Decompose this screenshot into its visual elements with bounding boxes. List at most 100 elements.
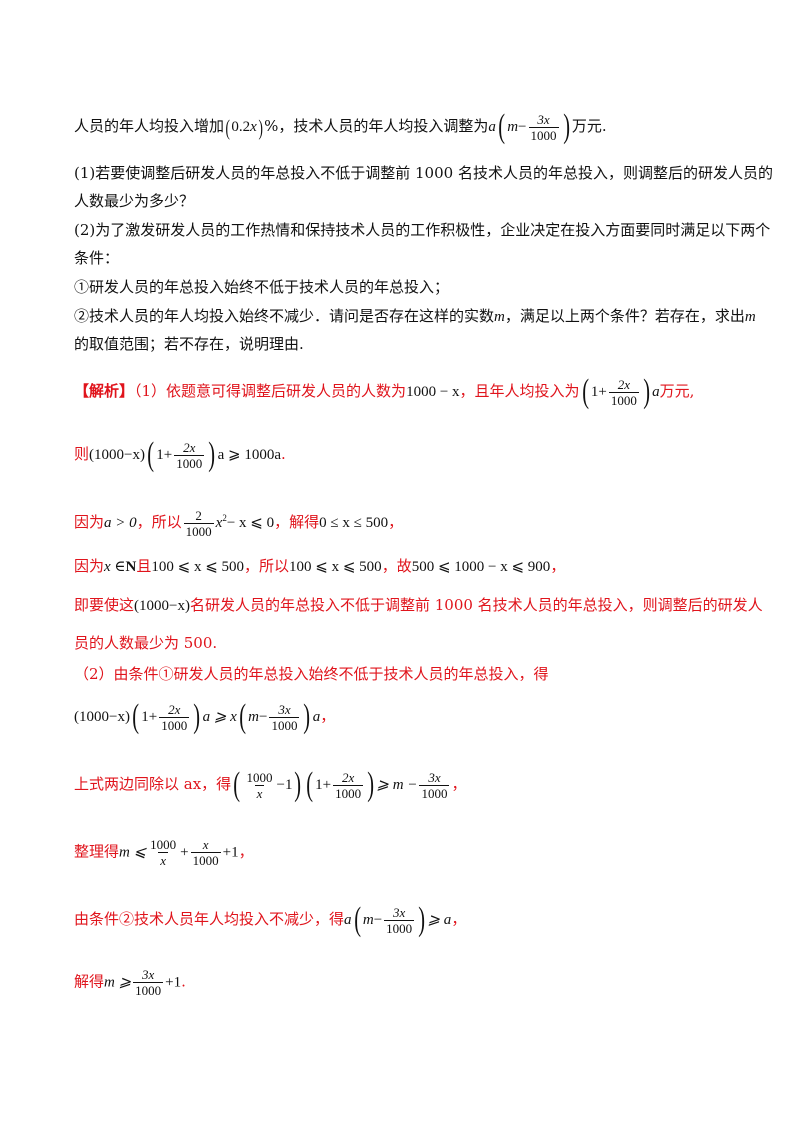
condition-2-text-a: ②技术人员的年人均投入始终不减少．请问是否存在这样的实数 bbox=[74, 307, 495, 325]
intro-text-2: %，技术人员的年人均投入调整为 bbox=[264, 117, 489, 135]
comma: ， bbox=[550, 557, 566, 575]
comma: ， bbox=[388, 513, 404, 531]
so-label-2: ，所以 bbox=[244, 557, 290, 575]
since-label: 因为 bbox=[74, 513, 105, 531]
solution-line-5: 即要使这(1000−x)名研发人员的年总投入不低于调整前 1000 名技术人员的… bbox=[74, 592, 763, 619]
range-3: 100 ⩽ x ⩽ 500 bbox=[289, 559, 382, 575]
var-x: x bbox=[215, 515, 223, 531]
expr-1000-minus-x: (1000−x) bbox=[89, 447, 145, 463]
expr-1000-minus-x: (1000−x) bbox=[74, 709, 130, 725]
condition-2: ②技术人员的年人均投入始终不减少．请问是否存在这样的实数 m，满足以上两个条件？若… bbox=[74, 303, 756, 330]
solution-part-2-intro: （2）由条件①研发人员的年总投入始终不低于技术人员的年总投入，得 bbox=[74, 665, 549, 683]
question-2-line-3: 的取值范围；若不存在，说明理由. bbox=[74, 331, 304, 357]
minus-sign: − bbox=[518, 119, 527, 135]
var-a: a bbox=[312, 709, 321, 725]
solve-label: ，解得 bbox=[274, 513, 320, 531]
expr-1000-x: 1000 − x bbox=[406, 384, 460, 400]
condition-2-text-b: ，满足以上两个条件？若存在，求出 bbox=[504, 307, 745, 325]
solve-label-2: 解得 bbox=[74, 972, 105, 991]
plus-sign: + bbox=[180, 844, 189, 861]
range-1: 0 ≤ x ≤ 500 bbox=[319, 515, 389, 531]
solution-line-4: 因为x ∈N且100 ⩽ x ⩽ 500，所以100 ⩽ x ⩽ 500，故50… bbox=[74, 553, 565, 580]
sol-text-1d: 万元, bbox=[659, 382, 695, 400]
intro-text-3: 万元. bbox=[571, 117, 607, 135]
one-plus: 1+ bbox=[315, 777, 332, 793]
divide-text: 上式两边同除以 ax，得 bbox=[74, 775, 232, 793]
question-2-line-2: 条件： bbox=[74, 249, 120, 267]
x-in: x ∈ bbox=[104, 559, 126, 575]
comma: ， bbox=[320, 707, 336, 725]
then-label: 则 bbox=[74, 445, 90, 463]
minus-sign: − bbox=[258, 709, 268, 725]
minus-x-leq-0: − x ⩽ 0 bbox=[226, 515, 275, 531]
minus-one: −1 bbox=[276, 777, 293, 793]
question-2-line-3-text: 的取值范围；若不存在，说明理由. bbox=[74, 335, 304, 353]
question-1-line-2: 人数最少为多少？ bbox=[74, 192, 195, 210]
hence-label: ，故 bbox=[381, 557, 412, 575]
concl-text-a: 即要使这 bbox=[74, 596, 135, 614]
var-m: m bbox=[248, 709, 259, 725]
ineq1-right: a ⩾ 1000a bbox=[217, 447, 281, 463]
var-a: a bbox=[488, 119, 496, 135]
solution-line-1: 【解析】（1）依题意可得调整后研发人员的人数为1000 − x，且年人均投入为(… bbox=[74, 373, 695, 410]
var-m: m bbox=[507, 119, 519, 135]
question-2-line-1: (2)为了激发研发人员的工作热情和保持技术人员的工作积极性，企业决定在投入方面要… bbox=[74, 221, 771, 239]
because-label: 因为 bbox=[74, 557, 105, 575]
arrange-label: 整理得 bbox=[74, 842, 120, 861]
solution-line-6: 员的人数最少为 500. bbox=[74, 634, 218, 652]
square: 2 bbox=[222, 513, 227, 523]
comma: ， bbox=[451, 910, 467, 928]
sol-text-1a: （1）依题意可得调整后研发人员的人数为 bbox=[134, 382, 407, 400]
var-m: m bbox=[744, 309, 756, 325]
analysis-tag: 【解析】 bbox=[74, 382, 135, 400]
intro-text-1: 人员的年人均投入增加 bbox=[74, 117, 225, 135]
geq-m-minus: ⩾ m − bbox=[376, 777, 418, 793]
a-positive: a > 0 bbox=[104, 515, 137, 531]
concl-text-c: 名研发人员的年总投入不低于调整前 1000 名技术人员的年总投入，则调整后的研发… bbox=[189, 596, 763, 614]
comma: ， bbox=[238, 842, 254, 861]
geq-a: ⩾ a bbox=[427, 912, 452, 928]
plus-one: +1 bbox=[165, 974, 182, 991]
var-a: a bbox=[652, 384, 660, 400]
range-4: 500 ⩽ 1000 − x ⩽ 900 bbox=[411, 559, 551, 575]
so-label: ，所以 bbox=[136, 513, 182, 531]
a-geq-x: a ⩾ x bbox=[202, 709, 237, 725]
period: . bbox=[280, 445, 286, 463]
expr-1000-minus-x: (1000−x) bbox=[134, 598, 190, 614]
one-plus: 1+ bbox=[141, 709, 158, 725]
and-label: 且 bbox=[136, 557, 152, 575]
one-plus: 1+ bbox=[590, 384, 607, 400]
minus-sign: − bbox=[373, 912, 383, 928]
m-leq: m ⩽ bbox=[119, 844, 147, 861]
var-m: m bbox=[362, 912, 374, 928]
condition-1: ①研发人员的年总投入始终不低于技术人员的年总投入； bbox=[74, 278, 450, 296]
range-2: 100 ⩽ x ⩽ 500 bbox=[151, 559, 245, 575]
sol-text-1c: ，且年人均投入为 bbox=[459, 382, 580, 400]
set-N: N bbox=[125, 559, 137, 575]
question-1-line-1: (1)若要使调整后研发人员的年总投入不低于调整前 1000 名技术人员的年总投入… bbox=[74, 164, 773, 182]
var-a: a bbox=[344, 912, 352, 928]
cond-2-text: 由条件②技术人员年人均投入不减少，得 bbox=[74, 910, 345, 928]
m-geq: m ⩾ bbox=[104, 974, 132, 991]
comma: ， bbox=[451, 775, 467, 793]
